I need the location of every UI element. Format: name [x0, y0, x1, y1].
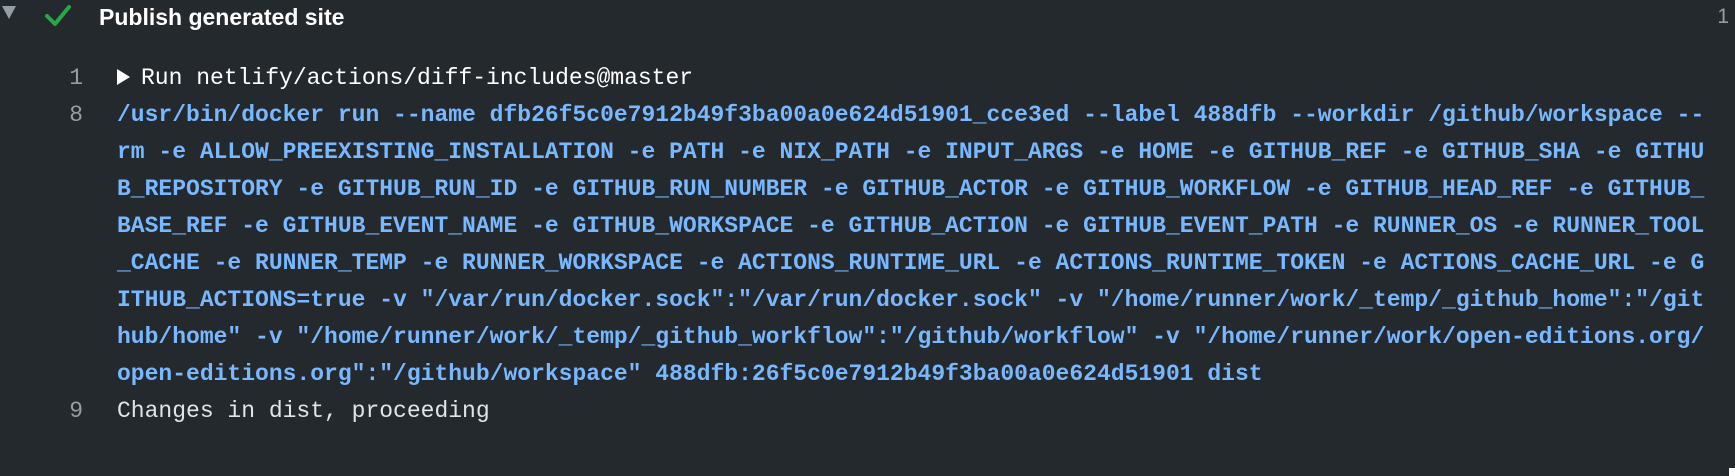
log-command-text: /usr/bin/docker run --name dfb26f5c0e791…: [117, 102, 1705, 387]
log-text: Changes in dist, proceeding: [117, 398, 490, 424]
scrollbar-corner: [1729, 468, 1735, 476]
log-line: 8 /usr/bin/docker run --name dfb26f5c0e7…: [0, 97, 1735, 393]
expand-triangle-icon[interactable]: [117, 69, 130, 85]
collapse-triangle-icon[interactable]: [2, 6, 16, 19]
line-number[interactable]: 1: [69, 65, 83, 91]
line-number[interactable]: 9: [69, 398, 83, 424]
step-title: Publish generated site: [99, 4, 345, 30]
step-header[interactable]: Publish generated site 1: [0, 0, 1735, 36]
check-icon: [45, 5, 71, 26]
step-duration: 1: [1717, 5, 1729, 28]
log-output: 1 Run netlify/actions/diff-includes@mast…: [0, 60, 1735, 430]
log-line: 1 Run netlify/actions/diff-includes@mast…: [0, 60, 1735, 97]
log-line: 9 Changes in dist, proceeding: [0, 393, 1735, 430]
line-number[interactable]: 8: [69, 102, 83, 128]
log-group-title: Run netlify/actions/diff-includes@master: [141, 65, 694, 91]
log-group-toggle[interactable]: Run netlify/actions/diff-includes@master: [117, 60, 1717, 97]
